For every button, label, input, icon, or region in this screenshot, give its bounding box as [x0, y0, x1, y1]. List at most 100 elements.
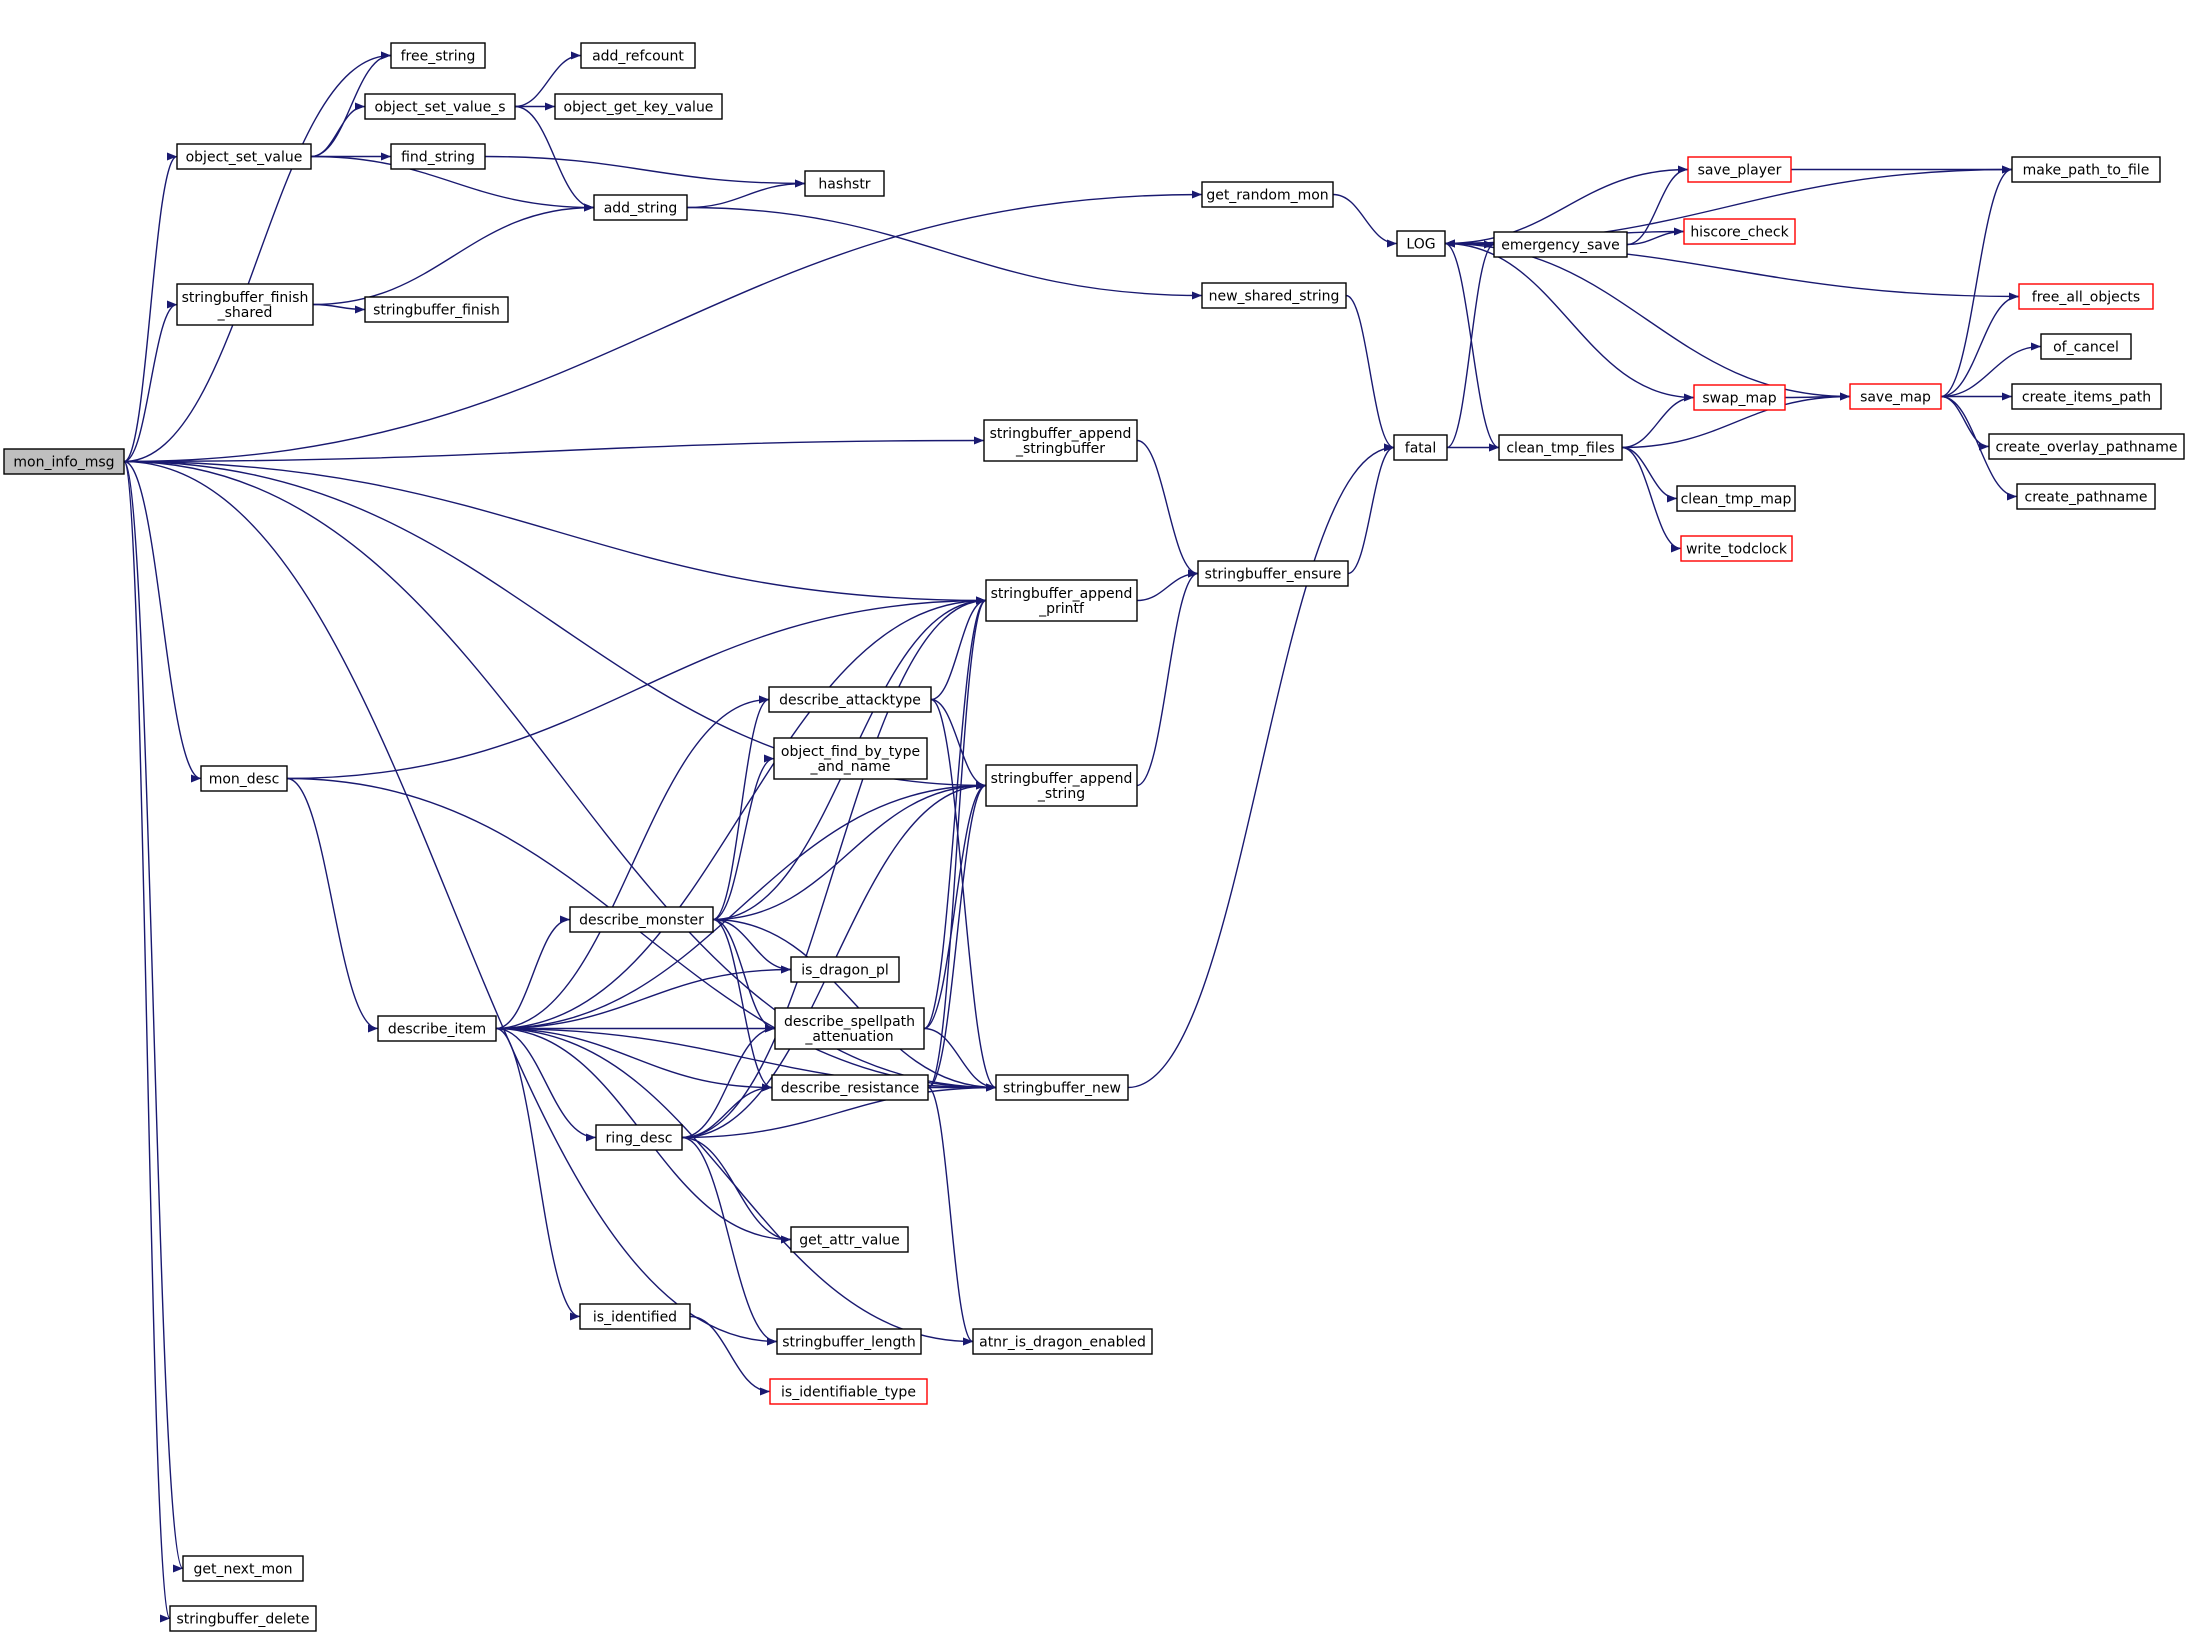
node-describe-item[interactable]: describe_item	[377, 1015, 497, 1042]
node-describe-attacktype[interactable]: describe_attacktype	[768, 686, 932, 713]
node-label: mon_info_msg	[13, 455, 114, 471]
edge-describe-monster-to-describe-attacktype	[712, 695, 770, 921]
node-stringbuffer-finish[interactable]: stringbuffer_finish	[364, 296, 509, 323]
edge-stringbuffer-finish-shared-to-stringbuffer-finish	[312, 303, 366, 314]
edge-describe-item-to-is-dragon-pl	[495, 965, 792, 1030]
edge-mon-desc-to-stringbuffer-append-printf	[286, 596, 987, 780]
edge-fatal-to-emergency-save	[1446, 240, 1495, 449]
node-add-refcount[interactable]: add_refcount	[580, 42, 696, 69]
node-label: stringbuffer_ensure	[1205, 567, 1342, 583]
node-create-overlay-pathname[interactable]: create_overlay_pathname	[1988, 433, 2185, 460]
edge-ring-desc-to-stringbuffer-length	[681, 1136, 778, 1346]
edge-object-set-value-to-object-set-value-s	[310, 102, 366, 158]
node-log[interactable]: LOG	[1396, 230, 1446, 257]
node-box	[593, 194, 688, 221]
node-atnr-is-dragon-enabled[interactable]: atnr_is_dragon_enabled	[972, 1328, 1153, 1355]
edge-describe-attacktype-to-stringbuffer-new	[930, 698, 997, 1092]
node-box	[804, 170, 885, 197]
node-label: stringbuffer_append	[991, 586, 1133, 602]
node-stringbuffer-finish-shared[interactable]: stringbuffer_finish_shared	[176, 283, 314, 326]
node-label: is_identifiable_type	[781, 1385, 916, 1401]
node-label: is_identified	[593, 1310, 677, 1326]
node-label: describe_attacktype	[779, 693, 921, 709]
node-label: get_next_mon	[193, 1562, 292, 1578]
node-add-string[interactable]: add_string	[593, 194, 688, 221]
node-new-shared-string[interactable]: new_shared_string	[1201, 282, 1347, 309]
edge-describe-resistance-to-stringbuffer-append-printf	[927, 596, 987, 1089]
edge-clean-tmp-files-to-save-map	[1621, 392, 1851, 449]
node-is-identified[interactable]: is_identified	[579, 1303, 691, 1330]
edge-describe-resistance-to-atnr-is-dragon-enabled	[927, 1086, 974, 1346]
node-stringbuffer-new[interactable]: stringbuffer_new	[995, 1074, 1129, 1101]
edge-mon-info-msg-to-stringbuffer-delete	[123, 460, 171, 1622]
node-stringbuffer-append-string[interactable]: stringbuffer_append_string	[985, 764, 1138, 807]
node-box	[1849, 383, 1942, 410]
node-label: swap_map	[1702, 391, 1776, 407]
node-write-todclock[interactable]: write_todclock	[1680, 535, 1793, 562]
node-box	[580, 42, 696, 69]
node-stringbuffer-append-stringbuffer[interactable]: stringbuffer_append_stringbuffer	[983, 419, 1138, 462]
node-fatal[interactable]: fatal	[1393, 434, 1448, 461]
node-label: emergency_save	[1501, 238, 1620, 254]
node-label: new_shared_string	[1209, 289, 1340, 305]
node-box	[2018, 283, 2154, 310]
node-clean-tmp-map[interactable]: clean_tmp_map	[1676, 485, 1796, 512]
node-get-attr-value[interactable]: get_attr_value	[790, 1226, 909, 1253]
node-hiscore-check[interactable]: hiscore_check	[1683, 218, 1796, 245]
node-box	[1493, 231, 1628, 258]
node-stringbuffer-delete[interactable]: stringbuffer_delete	[169, 1605, 317, 1632]
node-label: create_items_path	[2022, 390, 2151, 406]
node-box	[774, 1007, 925, 1050]
edge-stringbuffer-finish-shared-to-add-string	[312, 203, 595, 306]
node-label: fatal	[1405, 441, 1436, 457]
node-box	[176, 143, 312, 170]
node-make-path-to-file[interactable]: make_path_to_file	[2011, 156, 2161, 183]
node-create-pathname[interactable]: create_pathname	[2016, 483, 2156, 510]
node-object-set-value-s[interactable]: object_set_value_s	[364, 93, 516, 120]
node-mon-info-msg[interactable]: mon_info_msg	[3, 448, 125, 475]
node-create-items-path[interactable]: create_items_path	[2011, 383, 2162, 410]
node-of-cancel[interactable]: of_cancel	[2040, 333, 2132, 360]
node-clean-tmp-files[interactable]: clean_tmp_files	[1498, 434, 1623, 461]
node-get-next-mon[interactable]: get_next_mon	[182, 1555, 304, 1582]
node-label: stringbuffer_append	[991, 771, 1133, 787]
node-hashstr[interactable]: hashstr	[804, 170, 885, 197]
node-box	[377, 1015, 497, 1042]
node-label: is_dragon_pl	[801, 963, 889, 979]
edge-emergency-save-to-save-player	[1626, 165, 1689, 246]
node-find-string[interactable]: find_string	[390, 143, 486, 170]
node-object-find-by-type-and-name[interactable]: object_find_by_type_and_name	[773, 737, 928, 780]
node-swap-map[interactable]: swap_map	[1693, 384, 1786, 411]
node-ring-desc[interactable]: ring_desc	[595, 1124, 683, 1151]
node-label: add_string	[604, 201, 678, 217]
edge-describe-item-to-stringbuffer-append-string	[495, 781, 987, 1030]
node-is-dragon-pl[interactable]: is_dragon_pl	[790, 956, 900, 983]
node-stringbuffer-ensure[interactable]: stringbuffer_ensure	[1197, 560, 1349, 587]
node-save-map[interactable]: save_map	[1849, 383, 1942, 410]
node-is-identifiable-type[interactable]: is_identifiable_type	[769, 1378, 928, 1405]
node-box	[554, 93, 723, 120]
node-stringbuffer-length[interactable]: stringbuffer_length	[776, 1328, 922, 1355]
node-label: ring_desc	[606, 1131, 673, 1147]
edge-describe-item-to-is-identified	[495, 1027, 581, 1321]
node-box	[776, 1328, 922, 1355]
node-describe-resistance[interactable]: describe_resistance	[771, 1074, 929, 1101]
node-free-string[interactable]: free_string	[390, 42, 486, 69]
edge-describe-monster-to-describe-spellpath-attenuation	[712, 918, 776, 1033]
node-emergency-save[interactable]: emergency_save	[1493, 231, 1628, 258]
edge-mon-desc-to-stringbuffer-new	[286, 777, 997, 1092]
edge-ring-desc-to-describe-resistance	[681, 1083, 773, 1139]
edge-mon-info-msg-to-mon-desc	[123, 460, 202, 783]
node-stringbuffer-append-printf[interactable]: stringbuffer_append_printf	[985, 579, 1138, 622]
node-object-set-value[interactable]: object_set_value	[176, 143, 312, 170]
node-label: object_get_key_value	[564, 100, 714, 116]
node-label: create_pathname	[2025, 490, 2148, 506]
node-get-random-mon[interactable]: get_random_mon	[1201, 181, 1334, 208]
node-free-all-objects[interactable]: free_all_objects	[2018, 283, 2154, 310]
node-describe-monster[interactable]: describe_monster	[569, 906, 714, 933]
node-mon-desc[interactable]: mon_desc	[200, 765, 288, 792]
node-box	[364, 93, 516, 120]
node-describe-spellpath-attenuation[interactable]: describe_spellpath_attenuation	[774, 1007, 925, 1050]
node-object-get-key-value[interactable]: object_get_key_value	[554, 93, 723, 120]
node-save-player[interactable]: save_player	[1687, 156, 1792, 183]
